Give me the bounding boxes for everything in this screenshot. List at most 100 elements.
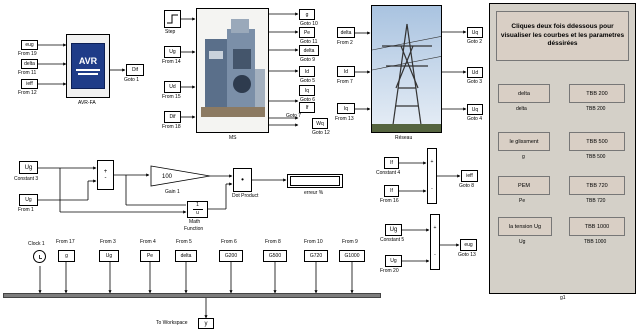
from-tag: ieff [26, 81, 33, 87]
from-block[interactable]: If [384, 185, 399, 197]
from-block[interactable]: g [58, 250, 75, 262]
goto-tag: Wq [316, 121, 324, 127]
from-block[interactable]: G1000 [339, 250, 365, 262]
avr-logo: AVR [71, 43, 105, 89]
from-tag: G500 [269, 253, 281, 259]
goto-block[interactable]: Ud [467, 67, 483, 78]
from-block[interactable]: G720 [304, 250, 328, 262]
goto-block[interactable]: Id [299, 66, 315, 77]
from-block[interactable]: Dif [164, 111, 181, 123]
clock-caption: Clock 1 [28, 242, 45, 247]
from-block[interactable]: Ug [19, 194, 38, 206]
pylon-image [372, 6, 442, 133]
step-block[interactable] [164, 10, 181, 28]
goto-block[interactable]: ieff [461, 170, 478, 182]
clock-block[interactable] [33, 250, 46, 263]
math-num: 1 [196, 203, 199, 208]
tension-ug-button[interactable]: la tension Ug [498, 217, 552, 236]
constant-caption: Constant 4 [376, 171, 400, 176]
constant-block[interactable]: If [384, 157, 399, 169]
from-block[interactable]: delta [21, 59, 38, 69]
delta-button[interactable]: delta [498, 84, 550, 103]
workspace-caption: To Workspace [156, 321, 188, 326]
goto-block[interactable]: Dif [126, 64, 144, 76]
from-block[interactable]: Iq [337, 103, 355, 114]
goto-caption: Goto 3 [467, 80, 482, 85]
reseau-block[interactable] [371, 5, 442, 133]
goto-block[interactable]: If [299, 102, 315, 113]
from-block[interactable]: eug [21, 40, 38, 50]
from-block[interactable]: Pe [140, 250, 160, 262]
goto-block[interactable]: Wq [312, 118, 328, 129]
from-block[interactable]: ieff [21, 79, 38, 89]
goto-block[interactable]: eug [460, 239, 477, 251]
from-tag: G1000 [344, 253, 359, 259]
sum-block[interactable]: + - [427, 148, 437, 204]
goto-tag: Uq [472, 107, 478, 113]
avr-fa-block[interactable]: AVR [66, 34, 110, 98]
generator-image [197, 9, 269, 133]
constant-value: Ug [390, 227, 398, 233]
sum-block[interactable]: + - [430, 214, 440, 270]
glissement-button[interactable]: le glissment [498, 132, 550, 151]
from-block[interactable]: Ug [385, 255, 402, 267]
goto-block[interactable]: Pe [299, 27, 315, 38]
sum-block[interactable]: +- [97, 160, 114, 190]
tbb500-button[interactable]: TBB 500 [569, 132, 625, 151]
sum-sign: + [431, 160, 434, 165]
goto-caption: Goto 4 [467, 117, 482, 122]
from-caption: From 9 [342, 240, 358, 245]
from-caption: From 2 [337, 41, 353, 46]
math-function-block[interactable]: 1 u [187, 201, 208, 218]
from-caption: From 5 [176, 240, 192, 245]
pem-button[interactable]: PEM [498, 176, 550, 195]
goto-tag: g [306, 12, 309, 18]
from-tag: delta [181, 253, 192, 259]
from-caption: From 7 [337, 80, 353, 85]
from-block[interactable]: delta [175, 250, 197, 262]
from-block[interactable]: Ug [99, 250, 119, 262]
goto-block[interactable]: g [299, 9, 315, 20]
math-caption-2: Function [184, 227, 203, 232]
ms-machine-block[interactable] [196, 8, 269, 133]
goto-tag: eug [464, 242, 472, 248]
dot-caption: Dot Product [232, 194, 258, 199]
goto-tag: delta [304, 48, 315, 54]
from-tag: Ug [25, 197, 31, 203]
from-block[interactable]: Ug [164, 46, 181, 58]
from-tag: eug [25, 42, 33, 48]
constant-block[interactable]: Ug [385, 224, 402, 236]
tbb200-button[interactable]: TBB 200 [569, 84, 625, 103]
goto-block[interactable]: Uq [467, 27, 483, 38]
constant-caption: Constant 3 [14, 177, 38, 182]
constant-block[interactable]: Ug [19, 161, 38, 174]
sum-sign: - [431, 187, 433, 192]
gain-block[interactable]: 100 [150, 165, 212, 187]
avr-logo-stripe [76, 69, 100, 71]
tbb720-button[interactable]: TBB 720 [569, 176, 625, 195]
from-tag: Ug [390, 258, 396, 264]
from-block[interactable]: Id [337, 66, 355, 77]
sum-sign: - [434, 253, 436, 258]
tbb1000-button[interactable]: TBB 1000 [569, 217, 625, 236]
dot-product-block[interactable]: • [233, 168, 252, 192]
from-caption: From 18 [162, 125, 181, 130]
from-tag: If [390, 188, 393, 194]
display-block[interactable] [287, 174, 343, 188]
to-workspace-block[interactable]: y [198, 318, 214, 329]
goto-block[interactable]: delta [299, 45, 319, 56]
from-block[interactable]: G500 [263, 250, 287, 262]
button-caption: TBB 1000 [584, 240, 606, 245]
mux-bar[interactable] [3, 293, 381, 298]
button-caption: delta [516, 107, 527, 112]
goto-block[interactable]: Iq [299, 85, 315, 96]
goto-tag: Uq [472, 30, 478, 36]
constant-value: Ug [25, 165, 33, 171]
from-block[interactable]: Ud [164, 81, 181, 93]
from-block[interactable]: G200 [219, 250, 243, 262]
goto-block[interactable]: Uq [467, 104, 483, 115]
from-caption: From 17 [56, 240, 75, 245]
goto-tag: Dif [132, 67, 138, 73]
goto-caption: Goto 5 [300, 79, 315, 84]
from-block[interactable]: delta [337, 27, 355, 38]
